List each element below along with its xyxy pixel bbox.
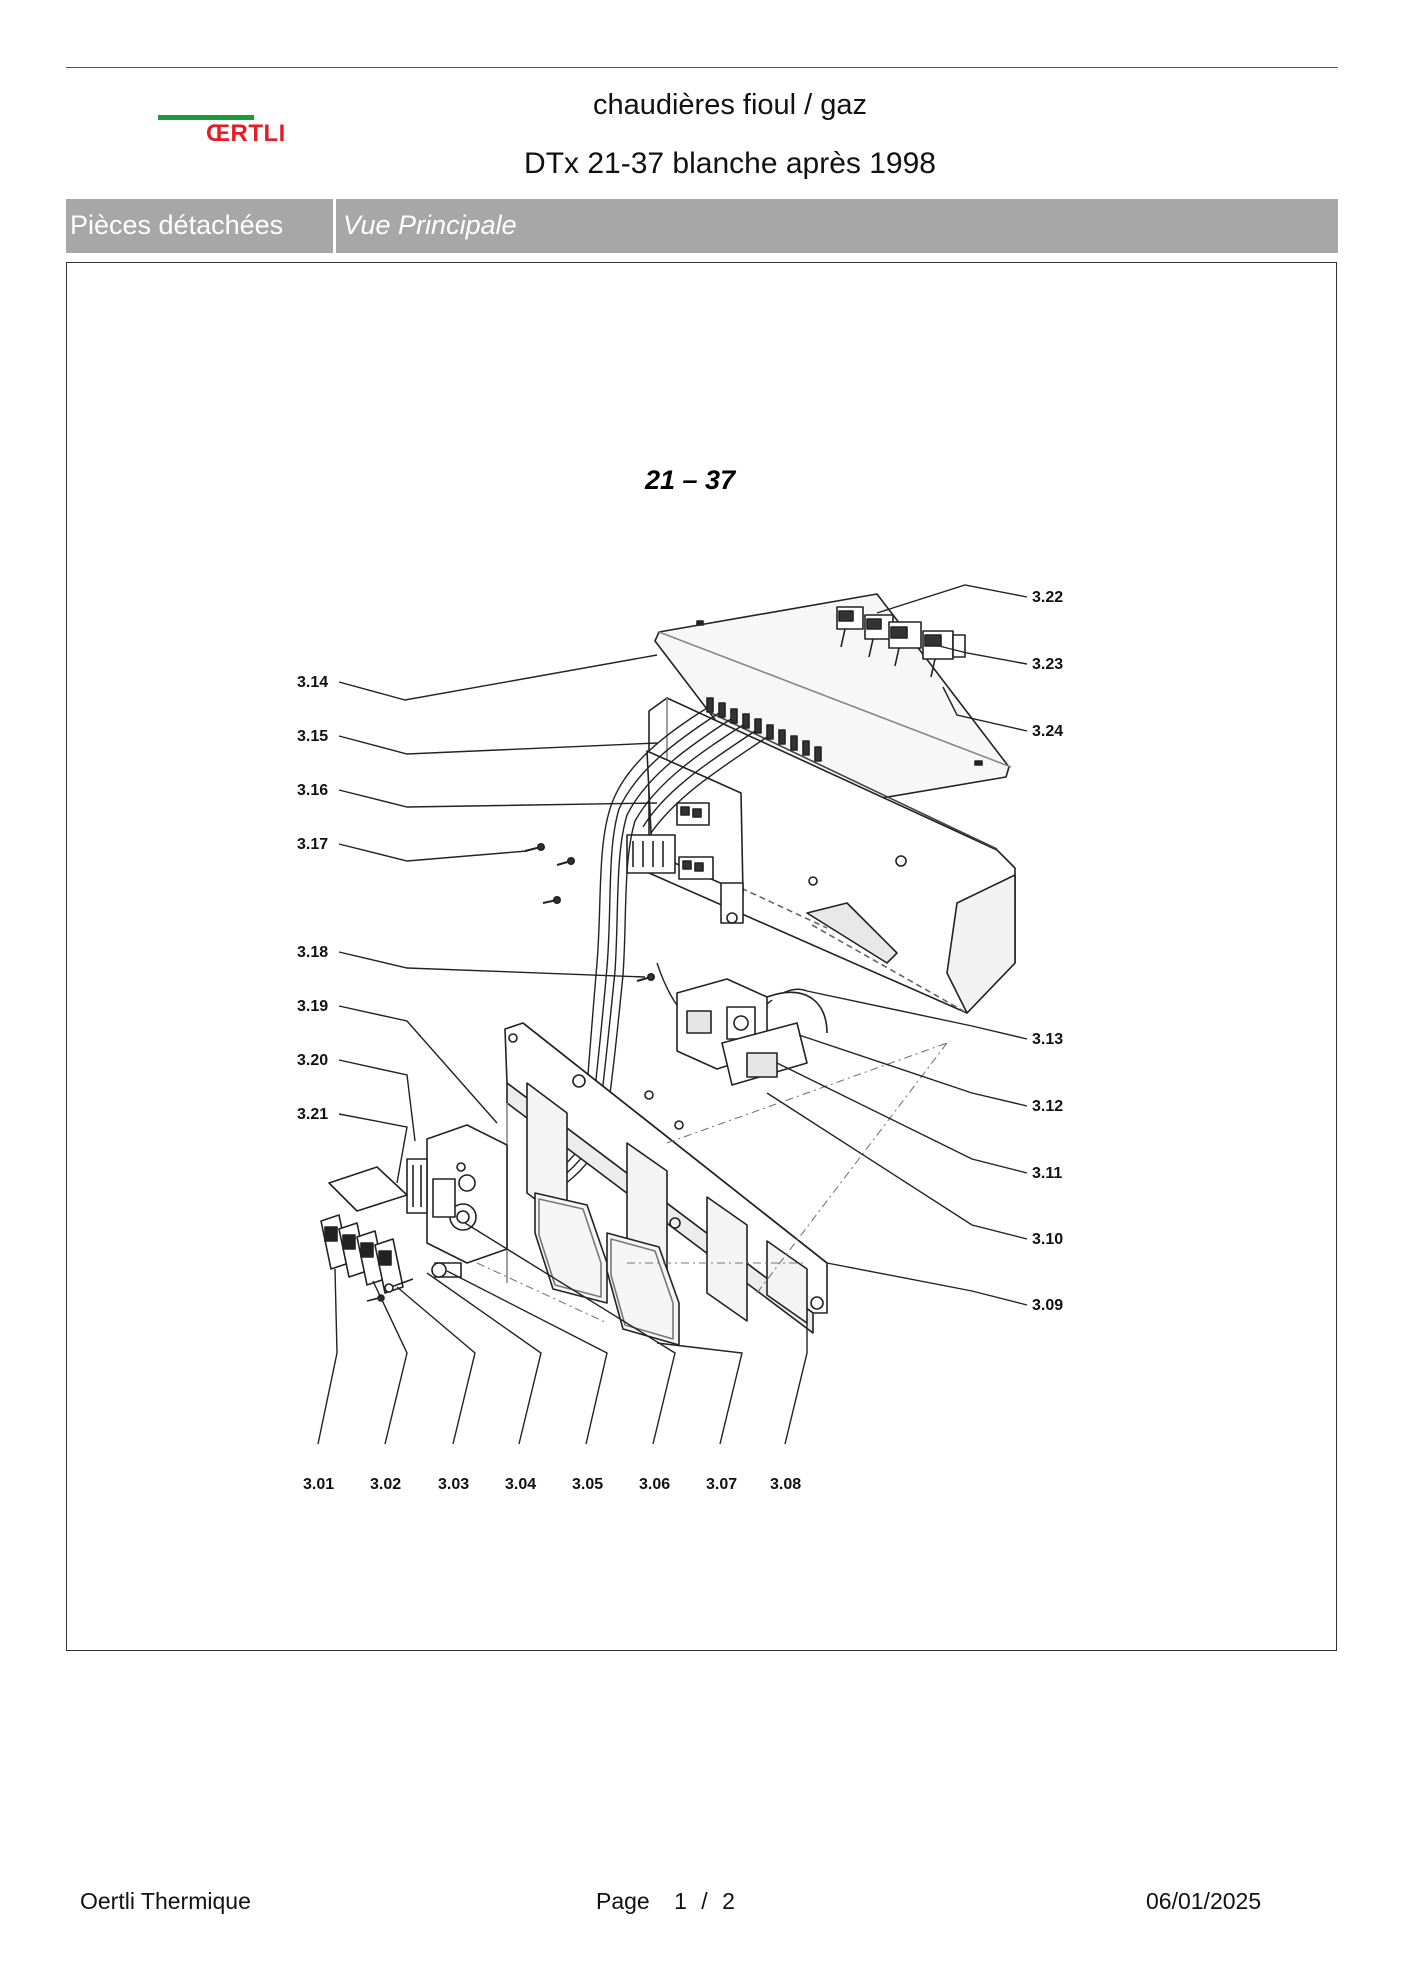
parts-drawing: [320, 593, 1016, 1346]
terminal-blocks: [836, 606, 966, 678]
rocker-switches: [320, 1166, 408, 1294]
oertli-logo: ŒRTLI: [156, 112, 306, 152]
part-label-3-02: 3.02: [370, 1476, 401, 1493]
part-label-3-21: 3.21: [297, 1106, 328, 1123]
part-label-3-19: 3.19: [297, 998, 328, 1015]
footer-page-separator: /: [701, 1888, 708, 1914]
model-label: 21 – 37: [644, 465, 737, 495]
section-label: Pièces détachées: [70, 210, 284, 240]
part-label-3-24: 3.24: [1032, 723, 1063, 740]
document-subtitle: DTx 21-37 blanche après 1998: [524, 147, 936, 180]
relay-plate: [626, 750, 744, 924]
part-label-3-05: 3.05: [572, 1476, 603, 1493]
front-panel: [504, 1022, 828, 1334]
leader-lines: [317, 584, 1028, 1445]
part-label-3-22: 3.22: [1032, 589, 1063, 606]
document-title: chaudières fioul / gaz: [592, 89, 868, 121]
part-label-3-23: 3.23: [1032, 656, 1063, 673]
part-label-3-11: 3.11: [1032, 1165, 1062, 1182]
footer-page: Page 1 / 2: [596, 1888, 735, 1915]
section-bar: Pièces détachées Vue Principale: [66, 199, 1338, 253]
part-label-3-09: 3.09: [1032, 1297, 1063, 1314]
part-label-3-17: 3.17: [297, 836, 328, 853]
part-label-3-13: 3.13: [1032, 1031, 1063, 1048]
footer-company: Oertli Thermique: [80, 1888, 251, 1914]
logo-text: ŒRTLI: [206, 120, 286, 147]
thermostat-parts: [366, 1262, 462, 1302]
part-label-3-08: 3.08: [770, 1476, 801, 1493]
display-windows: [534, 1192, 680, 1346]
part-label-3-18: 3.18: [297, 944, 328, 961]
assembly-lines: [476, 1042, 948, 1324]
section-separator: [333, 199, 336, 253]
part-label-3-04: 3.04: [505, 1476, 536, 1493]
switch-plate: [406, 1124, 508, 1264]
part-label-3-15: 3.15: [297, 728, 328, 745]
part-label-3-01: 3.01: [303, 1476, 334, 1493]
footer-page-word: Page: [596, 1888, 650, 1914]
part-label-3-12: 3.12: [1032, 1098, 1063, 1115]
control-module: [676, 978, 828, 1086]
part-label-3-10: 3.10: [1032, 1231, 1063, 1248]
screws: [524, 843, 655, 982]
top-rule: [66, 67, 1338, 68]
footer-page-total: 2: [722, 1888, 735, 1914]
footer-page-current: 1: [674, 1888, 687, 1914]
exploded-view-diagram: 21 – 37: [297, 465, 1063, 1493]
exploded-view-frame: 21 – 37: [66, 262, 1337, 1651]
part-label-3-07: 3.07: [706, 1476, 737, 1493]
view-label: Vue Principale: [343, 210, 517, 240]
logo-green-bar: [158, 115, 254, 120]
part-label-3-16: 3.16: [297, 782, 328, 799]
part-label-3-14: 3.14: [297, 674, 328, 691]
part-label-3-20: 3.20: [297, 1052, 328, 1069]
part-label-3-03: 3.03: [438, 1476, 469, 1493]
footer-date: 06/01/2025: [1146, 1888, 1262, 1914]
part-label-3-06: 3.06: [639, 1476, 670, 1493]
